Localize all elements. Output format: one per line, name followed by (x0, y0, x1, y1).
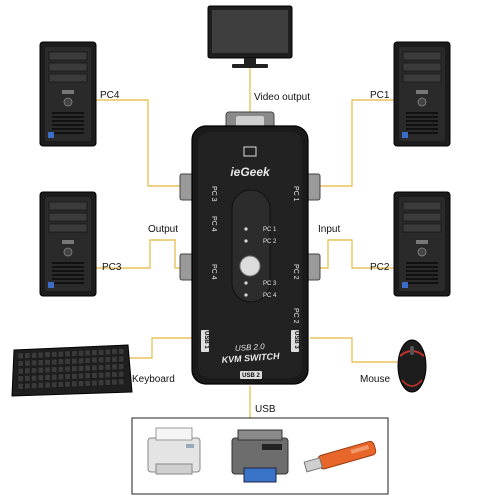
scanner-printer-icon (231, 429, 289, 483)
switch-port-left-2: PC 4 (210, 216, 217, 232)
pc2-tower-icon (393, 191, 451, 297)
mouse-label: Mouse (360, 374, 391, 385)
video-output-label: Video output (254, 92, 310, 103)
pc3-tower-icon (39, 191, 97, 297)
usb-flash-drive-icon (303, 440, 377, 473)
switch-brand: ieGeek (230, 165, 271, 179)
output-label: Output (148, 224, 179, 235)
switch-led-label-4: PC 4 (263, 293, 277, 299)
switch-port-right-3: PC 2 (292, 308, 299, 324)
switch-model-line2: KVM SWITCH (221, 351, 280, 365)
switch-usb-right: USB 3 (293, 331, 299, 349)
switch-usb-bottom: USB 2 (242, 373, 260, 379)
pc1-label: PC1 (370, 90, 390, 101)
pc1-tower-icon (393, 41, 451, 147)
pc4-tower-icon (39, 41, 97, 147)
switch-port-right-1: PC 1 (292, 186, 299, 202)
input-label: Input (318, 224, 341, 235)
switch-led-label-3: PC 3 (263, 281, 277, 287)
usb-label: USB (255, 404, 276, 415)
printer-icon (147, 427, 201, 475)
switch-usb-left: USB 1 (203, 331, 209, 349)
keyboard-label: Keyboard (132, 374, 175, 385)
connection-wires (95, 68, 404, 418)
pc4-label: PC4 (100, 90, 120, 101)
switch-model-line1: USB 2.0 (235, 342, 266, 353)
pc3-label: PC3 (102, 262, 122, 273)
mouse-icon (397, 339, 427, 393)
pc2-label: PC2 (370, 262, 390, 273)
switch-port-left-1: PC 3 (210, 186, 217, 202)
kvm-switch-device (179, 111, 321, 385)
keyboard-icon (11, 344, 133, 397)
switch-port-right-2: PC 2 (292, 264, 299, 280)
switch-led-label-1: PC 1 (263, 227, 277, 233)
switch-port-left-3: PC 4 (210, 264, 217, 280)
monitor-icon (207, 5, 293, 68)
switch-led-label-2: PC 2 (263, 239, 277, 245)
